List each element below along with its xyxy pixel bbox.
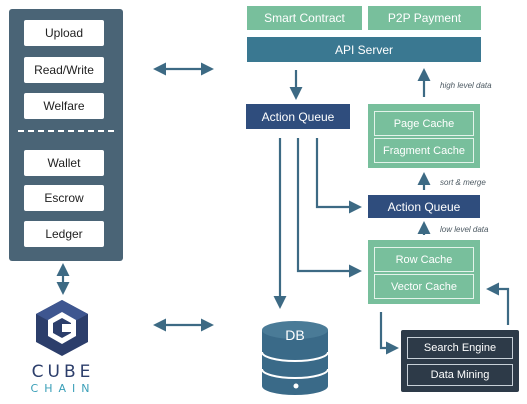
welfare-item[interactable]: Welfare (24, 93, 104, 119)
page-cache-group (368, 104, 480, 168)
sort-merge-note: sort & merge (440, 178, 486, 187)
low-level-data-note: low level data (440, 225, 489, 234)
cube-logo-icon (36, 300, 88, 356)
smart-contract-box: Smart Contract (247, 6, 362, 30)
escrow-item[interactable]: Escrow (24, 185, 104, 211)
search-engine-box: Search Engine (407, 337, 513, 359)
action-queue-right: Action Queue (368, 195, 480, 218)
read-write-item[interactable]: Read/Write (24, 57, 104, 83)
queue-row-cache-arrow (296, 138, 362, 278)
logo-subtext: CHAIN (30, 382, 96, 395)
wallet-item[interactable]: Wallet (24, 150, 104, 176)
page-cache-box: Page Cache (374, 111, 474, 136)
panel-divider (18, 130, 114, 132)
row-cache-group (368, 240, 480, 304)
upload-item[interactable]: Upload (24, 20, 104, 46)
vector-cache-box: Vector Cache (374, 274, 474, 299)
analytics-box: Search Engine Data Mining (401, 330, 519, 392)
logo-wordmark: CUBE (31, 362, 95, 382)
data-mining-box: Data Mining (407, 364, 513, 386)
fragment-cache-box: Fragment Cache (374, 138, 474, 163)
module-panel (9, 9, 123, 261)
api-server-box: API Server (247, 37, 481, 62)
analytics-cache-arrow (486, 282, 510, 325)
queue-action-queue-arrow (315, 138, 362, 214)
db-label: DB (285, 327, 305, 343)
cache-analytics-arrow (379, 312, 399, 355)
ledger-item[interactable]: Ledger (24, 221, 104, 247)
row-cache-box: Row Cache (374, 247, 474, 272)
p2p-payment-box: P2P Payment (368, 6, 481, 30)
high-level-data-note: high level data (440, 81, 492, 90)
action-queue-left: Action Queue (246, 104, 350, 129)
database-icon (261, 321, 329, 395)
